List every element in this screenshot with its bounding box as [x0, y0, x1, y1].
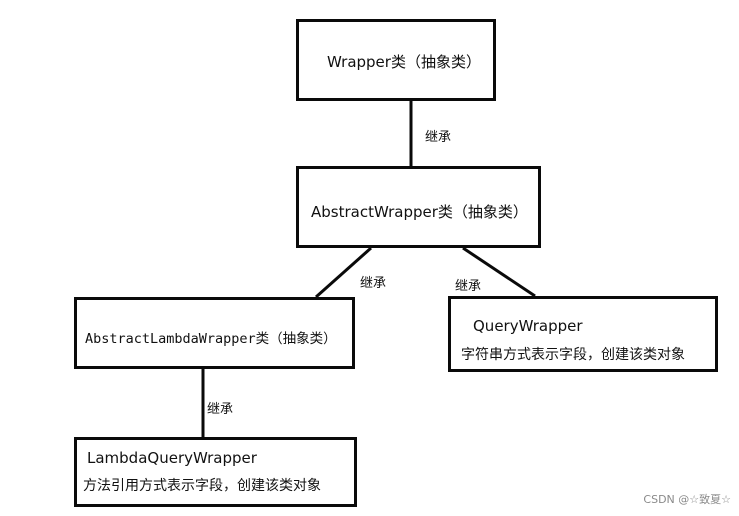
- node-abstract-lambda-wrapper: AbstractLambdaWrapper类（抽象类）: [74, 297, 355, 369]
- edge-line-lambda-to-abstract: [315, 246, 372, 299]
- node-lambda-query-wrapper: LambdaQueryWrapper 方法引用方式表示字段，创建该类对象: [74, 437, 357, 507]
- edge-label-lqw-to-lambda: 继承: [207, 402, 234, 417]
- node-query-wrapper-title: QueryWrapper: [473, 317, 583, 335]
- node-query-wrapper-desc: 字符串方式表示字段，创建该类对象: [461, 347, 685, 363]
- node-abstract-wrapper-title: AbstractWrapper类（抽象类）: [311, 203, 528, 221]
- edge-label-query-to-abstract: 继承: [455, 279, 482, 294]
- node-abstract-wrapper: AbstractWrapper类（抽象类）: [296, 166, 541, 248]
- watermark: CSDN @☆致夏☆: [643, 493, 731, 506]
- node-query-wrapper: QueryWrapper 字符串方式表示字段，创建该类对象: [448, 296, 718, 372]
- node-wrapper-title: Wrapper类（抽象类）: [327, 53, 481, 71]
- node-abstract-lambda-wrapper-title: AbstractLambdaWrapper类（抽象类）: [85, 331, 337, 347]
- node-wrapper: Wrapper类（抽象类）: [296, 19, 496, 101]
- edge-label-abstract-to-wrapper: 继承: [425, 130, 452, 145]
- node-lambda-query-wrapper-desc: 方法引用方式表示字段，创建该类对象: [83, 478, 321, 494]
- edge-label-lambda-to-abstract: 继承: [360, 276, 387, 291]
- node-lambda-query-wrapper-title: LambdaQueryWrapper: [87, 449, 257, 467]
- edge-line-query-to-abstract: [462, 246, 536, 298]
